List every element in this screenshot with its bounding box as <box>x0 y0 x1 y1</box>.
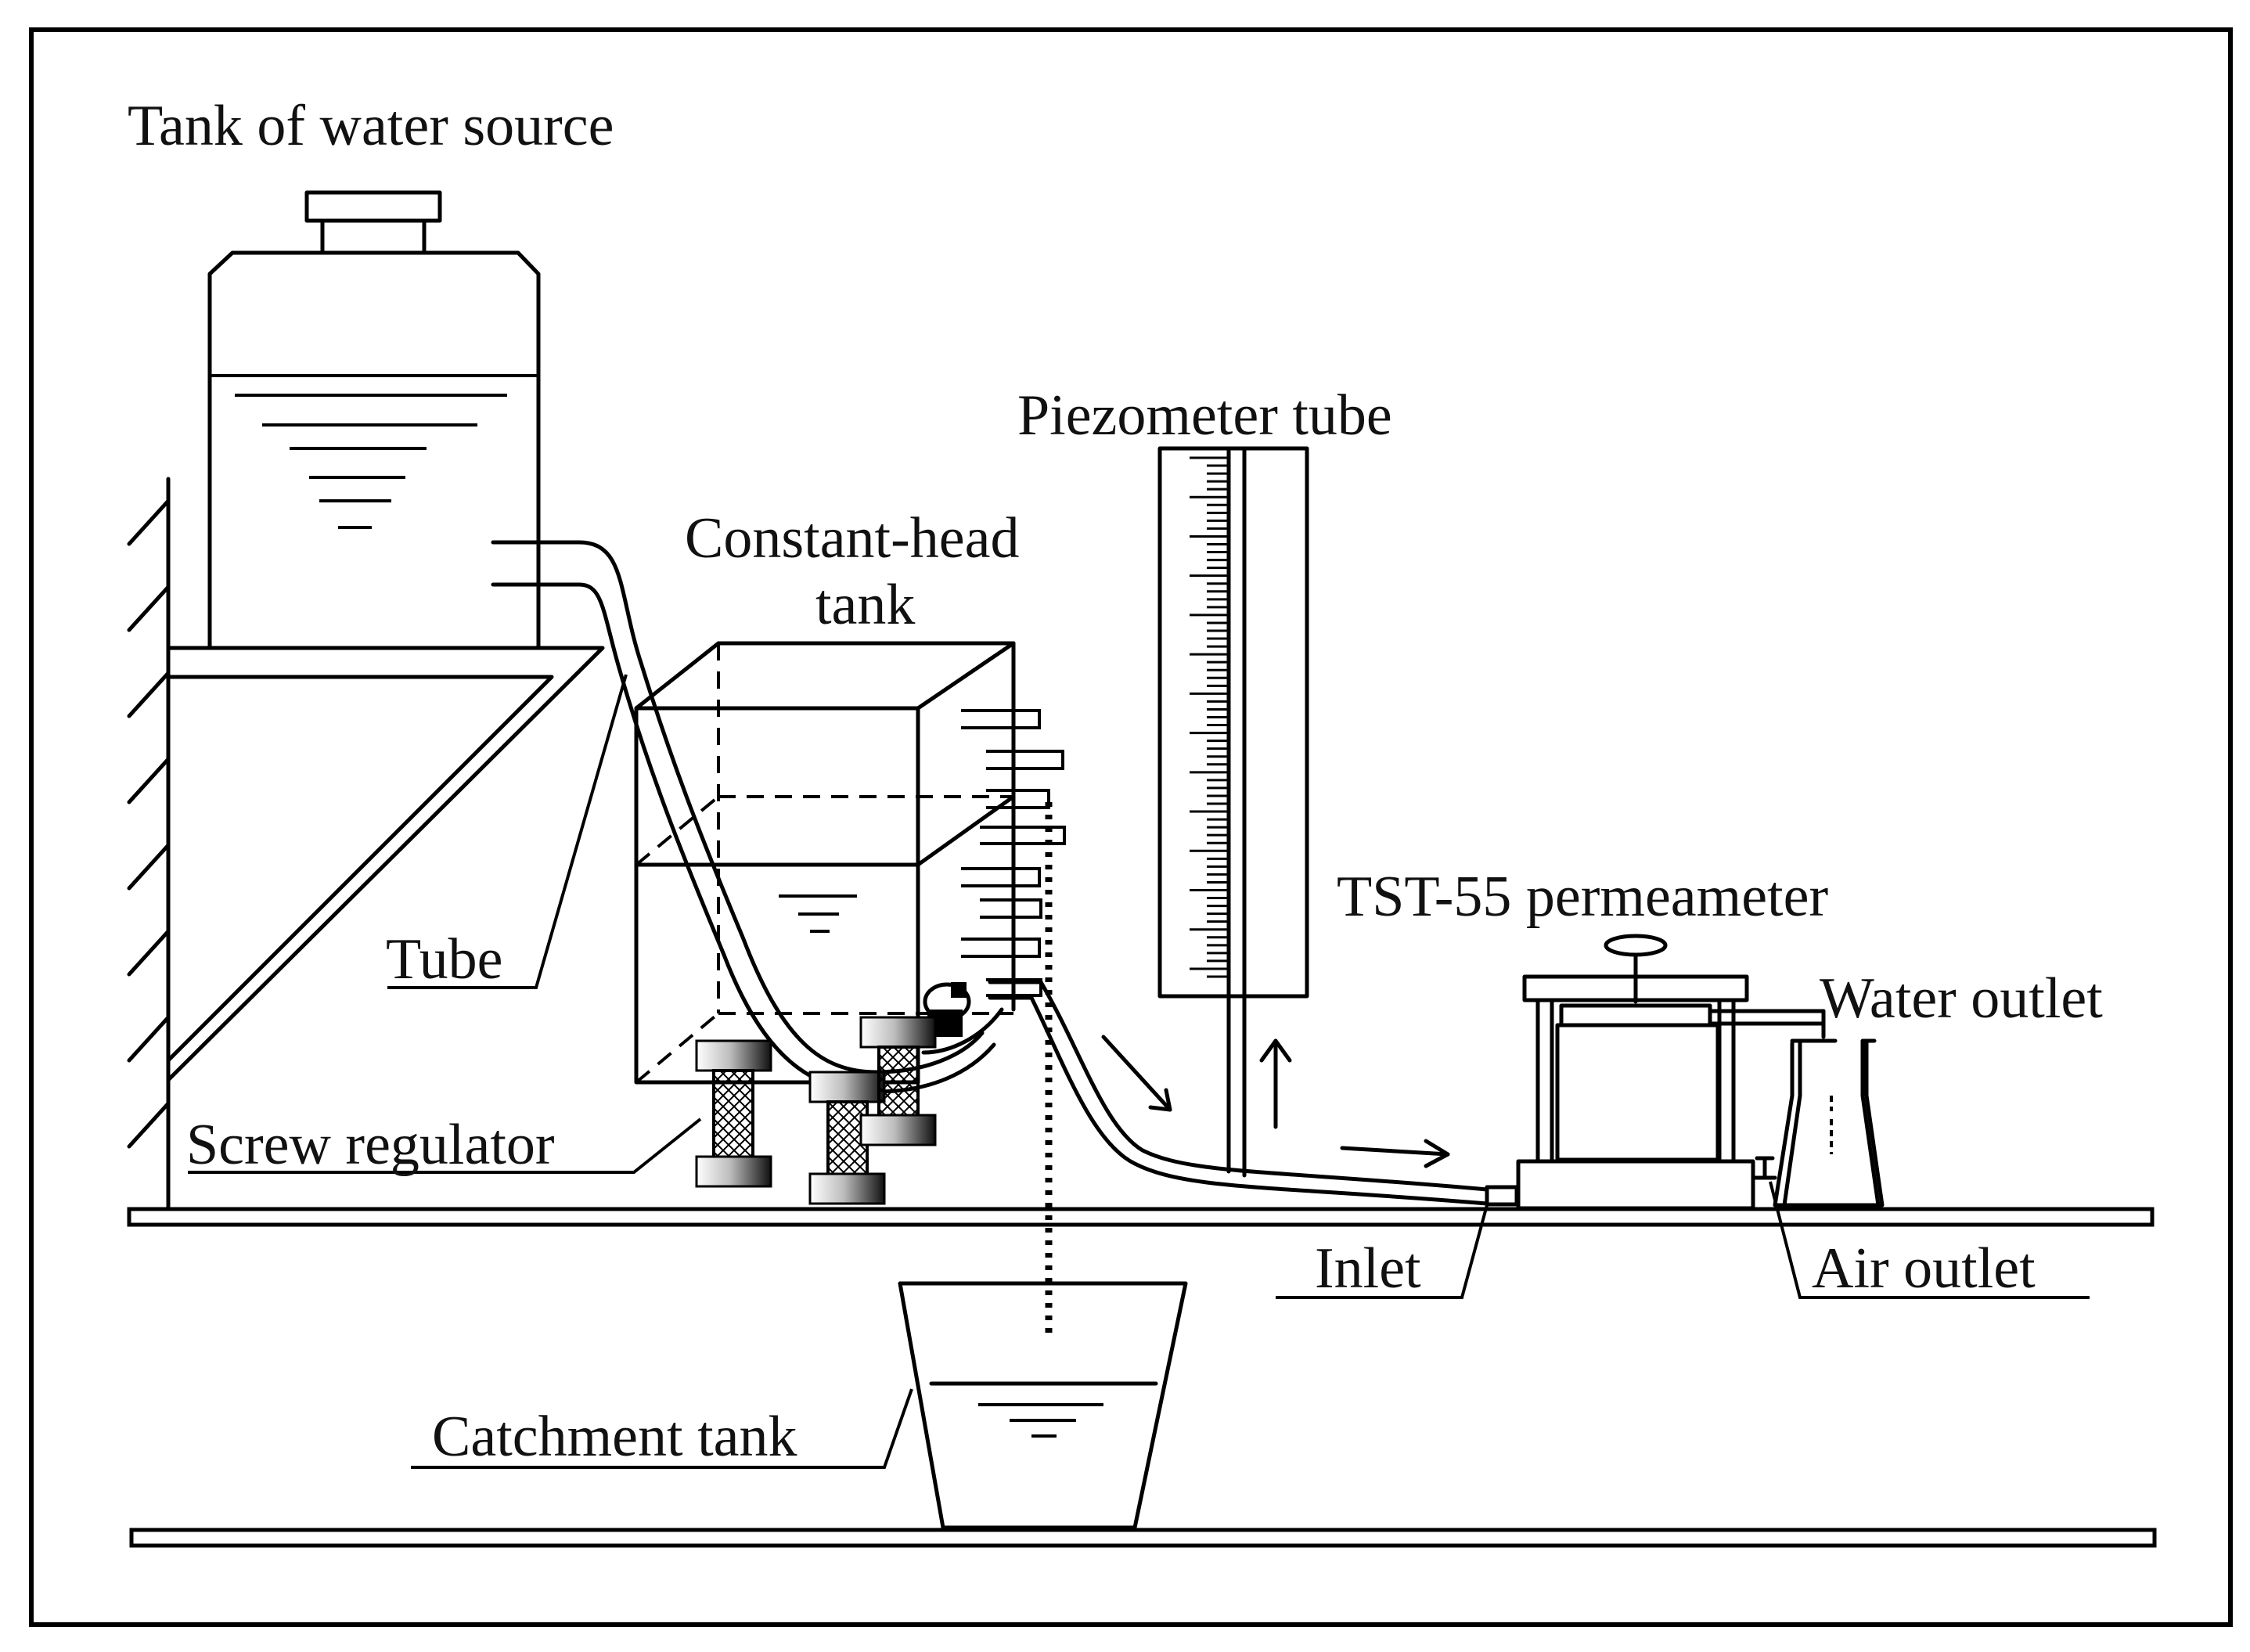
label-catchment-tank: Catchment tank <box>432 1405 797 1469</box>
label-constant-head-line2: tank <box>815 573 915 637</box>
air-outlet-valve <box>1751 1156 1777 1180</box>
label-water-outlet: Water outlet <box>1820 966 2103 1031</box>
leader-lines <box>188 674 2090 1469</box>
wall <box>127 477 171 1211</box>
upper-shelf <box>127 1207 2155 1227</box>
label-piezometer-tube: Piezometer tube <box>1017 383 1392 448</box>
permeameter <box>1516 934 1826 1211</box>
piezometer-scale <box>1190 456 1229 978</box>
water-source-tank <box>207 190 541 650</box>
overflow-pipe-stubs <box>961 709 1066 997</box>
catchment-tank <box>898 1281 1188 1530</box>
label-screw-regulator: Screw regulator <box>186 1113 555 1177</box>
support-stands <box>695 1016 937 1205</box>
source-outlet-pipes <box>491 540 581 587</box>
label-permeameter: TST-55 permeameter <box>1337 865 1828 929</box>
label-air-outlet: Air outlet <box>1812 1236 2036 1301</box>
label-tank-of-water-source: Tank of water source <box>128 94 614 158</box>
diagram-frame <box>29 27 2233 1627</box>
lower-shelf <box>129 1528 2157 1548</box>
flow-arrows <box>1101 1035 1450 1168</box>
piezometer-tube <box>1157 446 1309 1178</box>
feed-tube <box>988 980 1519 1207</box>
wall-bracket <box>166 646 605 1082</box>
label-constant-head-line1: Constant-head <box>685 506 1019 570</box>
conical-flask <box>1773 1038 1885 1208</box>
label-inlet: Inlet <box>1315 1236 1421 1301</box>
label-tube: Tube <box>386 927 502 992</box>
